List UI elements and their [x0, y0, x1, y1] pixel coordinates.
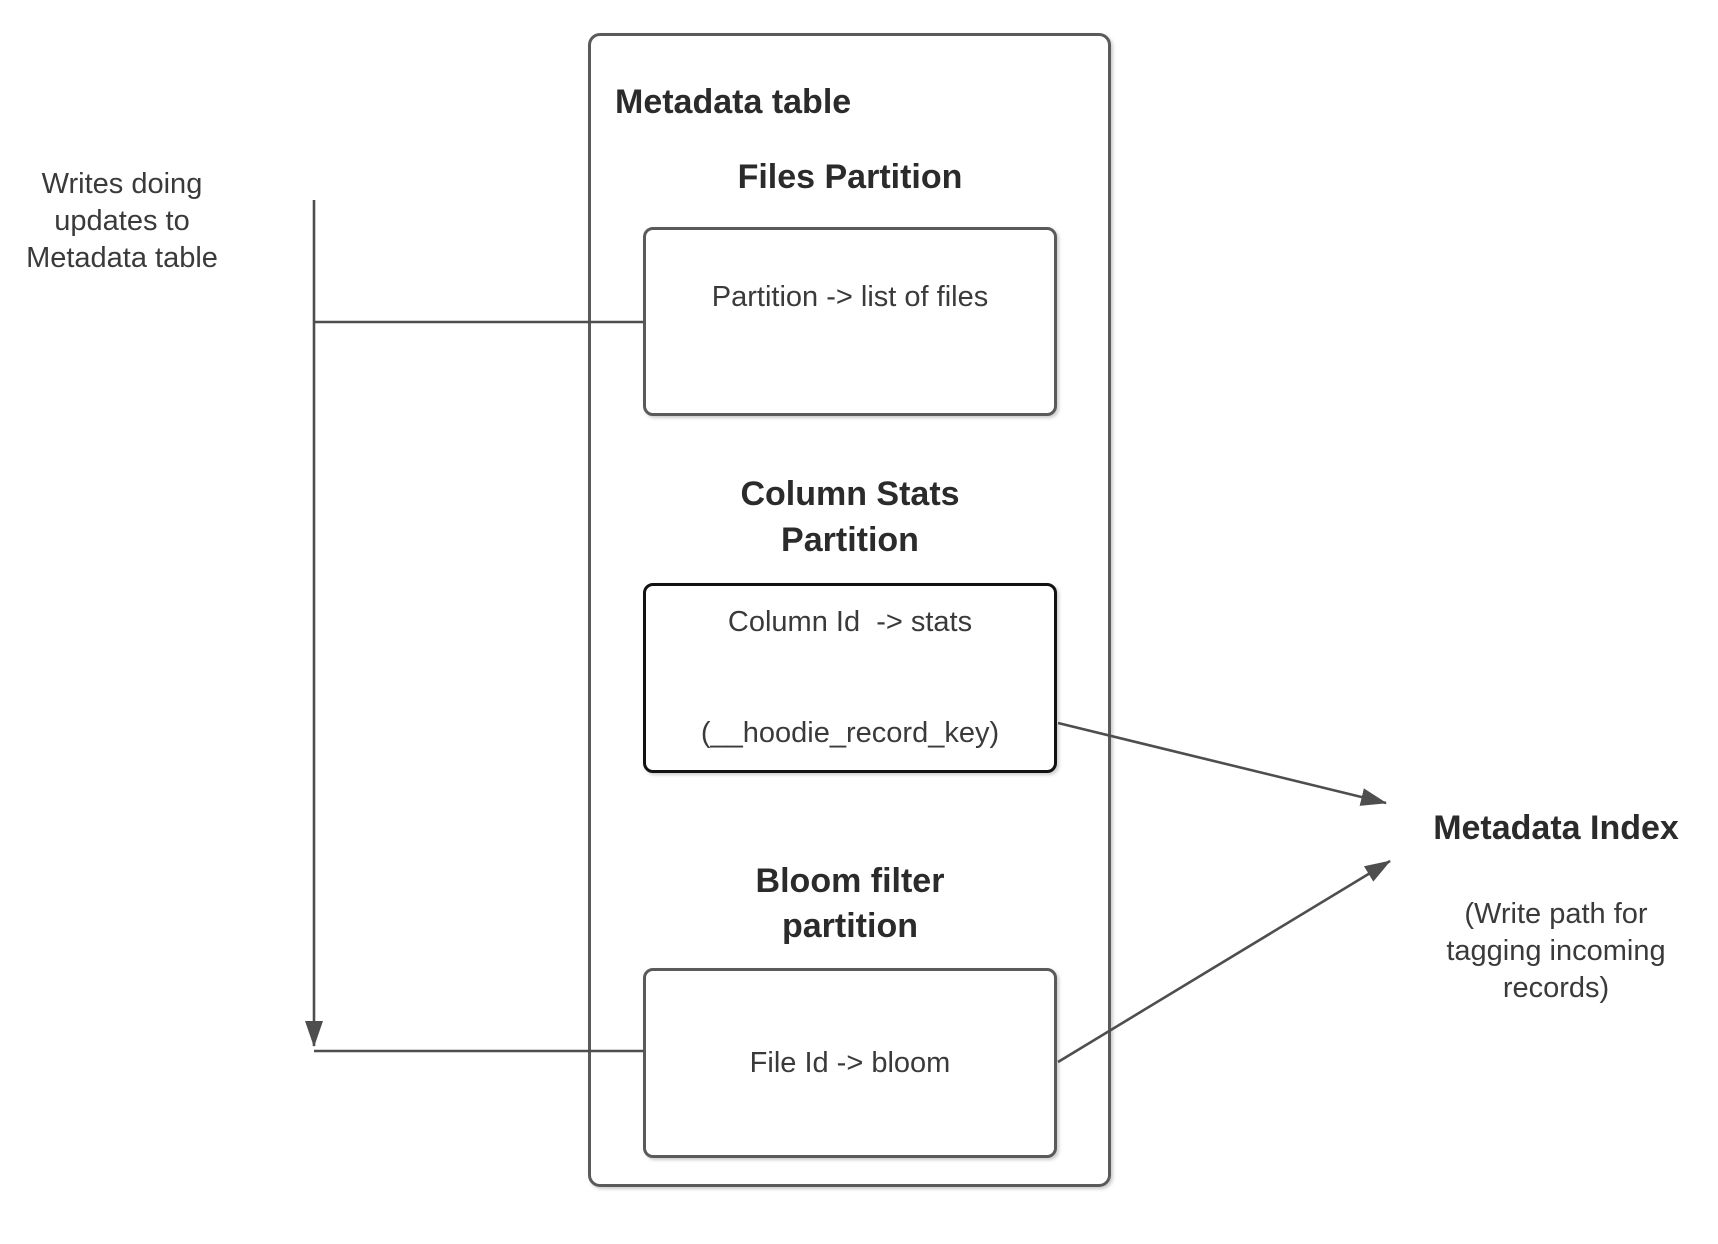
files-partition-heading: Files Partition — [737, 158, 963, 196]
column-stats-heading-line-2: Partition — [781, 521, 919, 559]
column-stats-partition-heading: Column Stats Partition — [643, 471, 1057, 563]
index-note-line-1: (Write path for — [1464, 898, 1648, 930]
bloom-heading-line-1: Bloom filter — [755, 862, 945, 900]
column-stats-heading-line-1: Column Stats — [740, 475, 960, 513]
writes-note-line-2: updates to — [54, 205, 190, 237]
writes-note-line-1: Writes doing — [41, 168, 203, 200]
bloom-filter-partition-heading: Bloom filter partition — [643, 859, 1057, 949]
metadata-index-title: Metadata Index — [1433, 809, 1679, 847]
bloom-heading-line-2: partition — [782, 907, 918, 945]
files-partition-box: Partition -> list of files — [643, 227, 1057, 416]
column-stats-partition-label: Column Id -> stats (__hoodie_record_key) — [701, 530, 999, 826]
writes-note-line-3: Metadata table — [26, 242, 218, 274]
metadata-table-title: Metadata table — [615, 83, 852, 121]
files-partition-label: Partition -> list of files — [711, 281, 989, 313]
column-stats-label-line-1: Column Id -> stats — [727, 606, 973, 638]
bloom-filter-partition-box: File Id -> bloom — [643, 968, 1057, 1158]
bloom-filter-partition-label: File Id -> bloom — [749, 1046, 951, 1079]
index-note-line-3: records) — [1502, 972, 1610, 1004]
metadata-table-box — [588, 33, 1111, 1187]
metadata-index-note: (Write path for tagging incoming records… — [1375, 896, 1718, 1007]
index-note-line-2: tagging incoming — [1446, 935, 1666, 967]
column-stats-partition-box: Column Id -> stats (__hoodie_record_key) — [643, 583, 1057, 773]
writes-updates-note: Writes doing updates to Metadata table — [2, 166, 242, 277]
column-stats-label-line-2: (__hoodie_record_key) — [700, 717, 1000, 749]
